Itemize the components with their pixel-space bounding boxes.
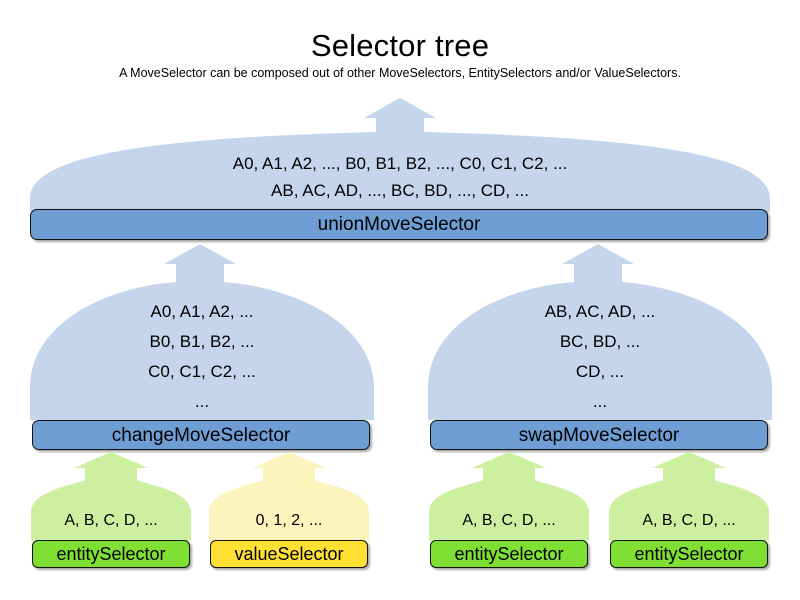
change-move-selector-funnel (26, 240, 378, 422)
swap-entity-selector-right-bar[interactable]: entitySelector (610, 540, 768, 568)
swap-move-selector-funnel (424, 240, 776, 422)
change-move-selector-label: changeMoveSelector (111, 424, 291, 446)
change-value-selector-label: valueSelector (234, 544, 344, 564)
swap-move-selector-bar[interactable]: swapMoveSelector (430, 420, 768, 450)
swap-entity-selector-left-bar[interactable]: entitySelector (430, 540, 588, 568)
change-value-selector-bar[interactable]: valueSelector (210, 540, 368, 568)
change-entity-selector-label: entitySelector (56, 544, 166, 564)
page-title: Selector tree (310, 28, 490, 63)
swap-entity-selector-right-label: entitySelector (634, 544, 744, 564)
union-move-selector-funnel (24, 94, 776, 214)
change-entity-selector-bar[interactable]: entitySelector (32, 540, 190, 568)
swap-entity-selector-left-funnel (426, 450, 592, 542)
swap-move-selector-label: swapMoveSelector (518, 424, 680, 446)
union-move-selector-bar[interactable]: unionMoveSelector (30, 209, 768, 240)
swap-entity-selector-left-label: entitySelector (454, 544, 564, 564)
page-subtitle: A MoveSelector can be composed out of ot… (119, 66, 681, 80)
union-move-selector-label: unionMoveSelector (317, 214, 481, 235)
change-value-selector-funnel (206, 450, 372, 542)
change-move-selector-bar[interactable]: changeMoveSelector (32, 420, 370, 450)
change-entity-selector-funnel (28, 450, 194, 542)
swap-entity-selector-right-funnel (606, 450, 772, 542)
